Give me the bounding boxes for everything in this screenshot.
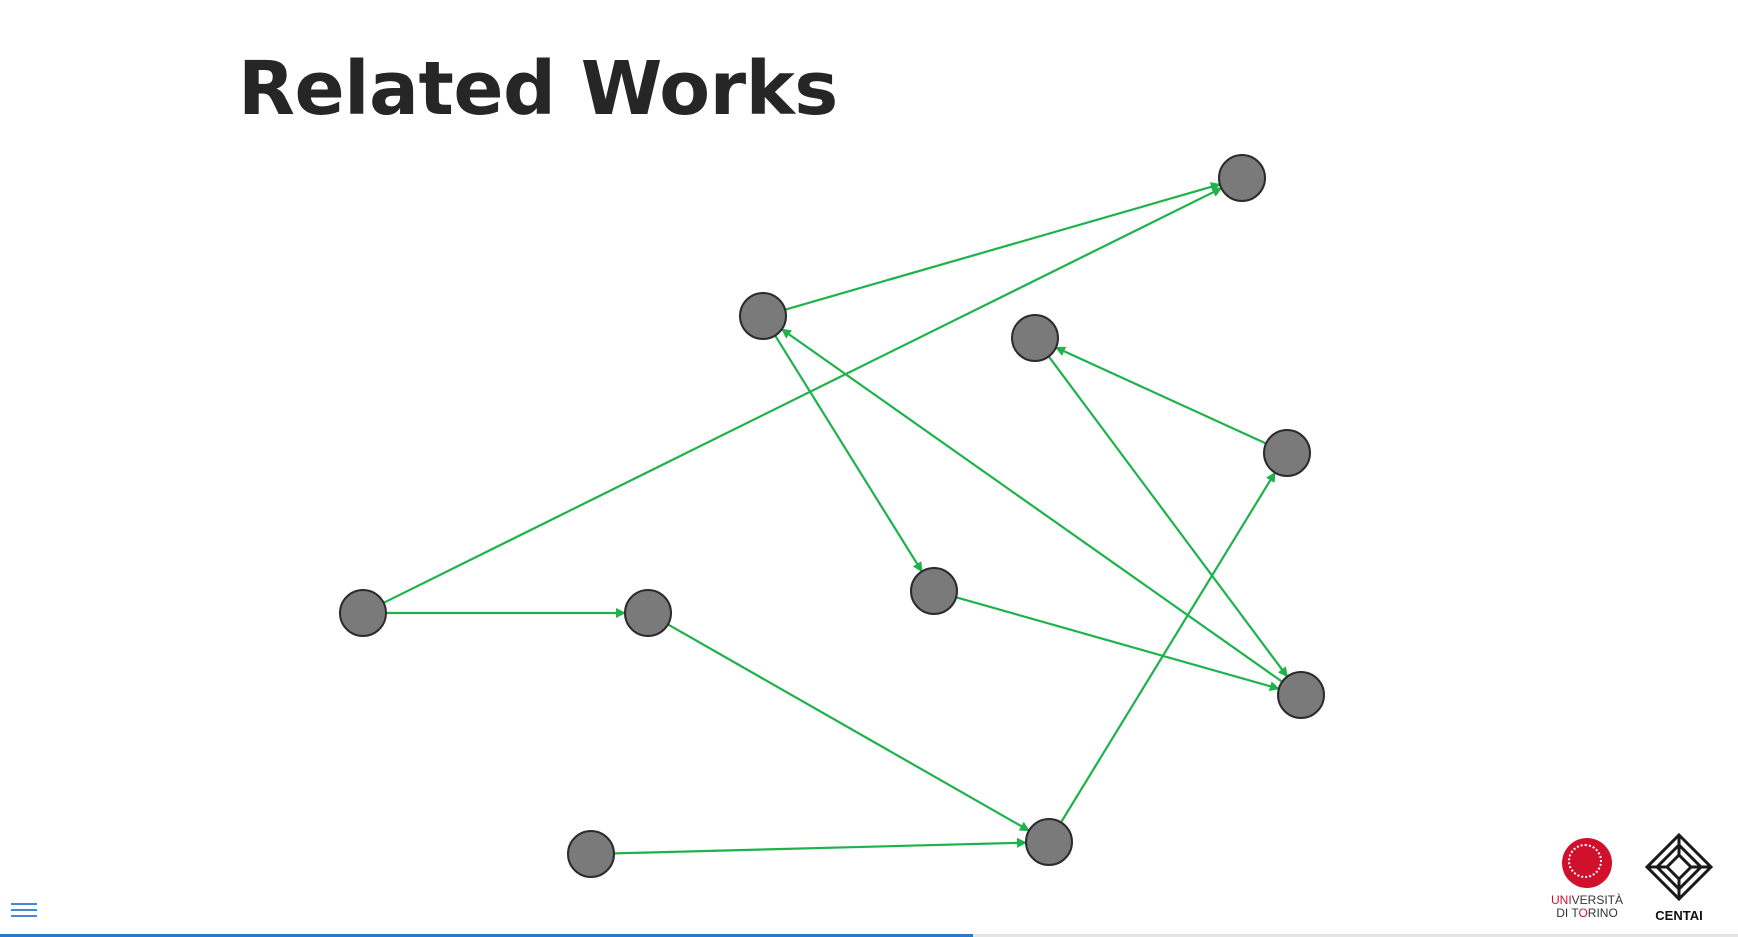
graph-node-n9 [1277,671,1325,719]
graph-node-n2 [739,292,787,340]
slide-progress-fill [0,934,974,937]
graph-node-n8 [567,830,615,878]
edge-n10-to-n4 [1060,471,1276,823]
graph-node-n1 [1218,154,1266,202]
slide-title: Related Works [238,46,838,132]
graph-node-n3 [1011,314,1059,362]
graph-node-n10 [1025,818,1073,866]
edge-n9-to-n2 [780,328,1283,683]
centai-knot-icon [1644,832,1714,902]
centai-logo: CENTAI [1640,832,1718,923]
slide-progress-bar [0,934,1738,937]
edge-n2-to-n7 [774,334,923,573]
edge-n3-to-n9 [1047,355,1289,678]
edge-n6-to-n10 [667,623,1030,832]
hamburger-menu-icon [11,903,37,917]
universita-di-torino-logo: UNIVERSITÀ DI TORINO [1550,838,1624,920]
centai-wordmark: CENTAI [1655,908,1703,923]
unito-wordmark: UNIVERSITÀ DI TORINO [1550,893,1624,920]
graph-node-n7 [910,567,958,615]
edge-n5-to-n1 [383,187,1223,604]
edge-n4-to-n3 [1055,346,1267,445]
menu-button[interactable] [11,899,37,923]
graph-node-n6 [624,589,672,637]
unito-seal-icon [1562,838,1612,888]
edge-n8-to-n10 [613,837,1028,855]
edge-n2-to-n1 [784,182,1221,311]
graph-node-n4 [1263,429,1311,477]
graph-node-n5 [339,589,387,637]
edge-n7-to-n9 [955,596,1280,692]
